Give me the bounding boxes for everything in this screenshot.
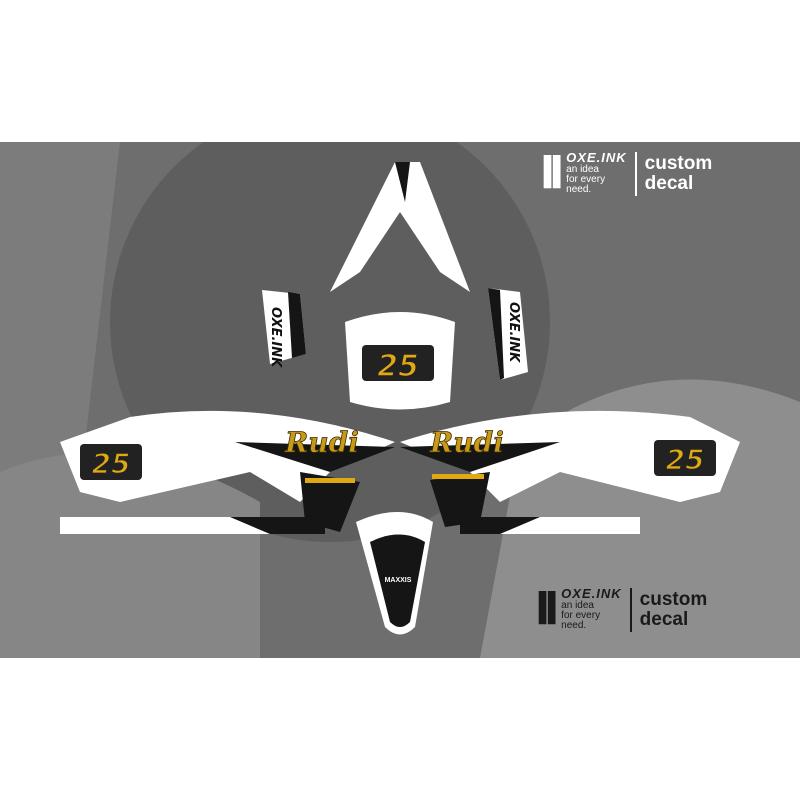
custom-label: custom xyxy=(639,589,708,610)
race-number: 25 xyxy=(377,349,419,384)
oxeink-logo-mark-icon: ll xyxy=(540,148,564,199)
race-number: 25 xyxy=(92,447,131,480)
divider xyxy=(629,588,632,632)
side-panel-right: OXE.INK xyxy=(488,288,528,380)
decal-label: decal xyxy=(639,609,689,630)
rider-name: Rudi xyxy=(429,426,504,459)
tagline-line: for every xyxy=(561,610,601,621)
tagline-line: an idea xyxy=(566,164,599,175)
decal-label: decal xyxy=(644,173,694,194)
decal-kit-artwork: OXE.INK OXE.INK 25 25 Rudi xyxy=(0,142,800,658)
brand-logo-top: ll OXE.INK an idea for every need. custo… xyxy=(540,148,713,199)
side-panel-left: OXE.INK xyxy=(262,290,306,368)
race-number: 25 xyxy=(666,443,705,476)
custom-label: custom xyxy=(644,153,713,174)
brand-name: OXE.INK xyxy=(561,586,622,601)
brand-name: OXE.INK xyxy=(566,150,627,165)
front-number-plate: 25 xyxy=(345,312,455,410)
front-fender-decal: MAXXIS xyxy=(356,512,433,635)
oxeink-logo-mark-icon: ll xyxy=(535,584,559,635)
tagline-line: for every xyxy=(566,174,606,185)
brand-logo-bottom: ll OXE.INK an idea for every need. custo… xyxy=(535,584,708,635)
side-panel-text: OXE.INK xyxy=(506,302,521,363)
shroud-right: 25 Rudi xyxy=(400,410,740,527)
tagline-line: need. xyxy=(561,620,587,631)
background-artwork: OXE.INK OXE.INK 25 25 Rudi xyxy=(0,142,800,658)
rider-name: Rudi xyxy=(284,426,359,459)
divider xyxy=(634,152,637,196)
tagline-line: an idea xyxy=(561,600,594,611)
bg-smoke-left xyxy=(0,452,260,658)
tagline-line: need. xyxy=(566,184,592,195)
side-panel-text: OXE.INK xyxy=(268,307,283,368)
rear-fender-decal xyxy=(330,162,470,292)
sponsor-text: MAXXIS xyxy=(385,577,412,584)
